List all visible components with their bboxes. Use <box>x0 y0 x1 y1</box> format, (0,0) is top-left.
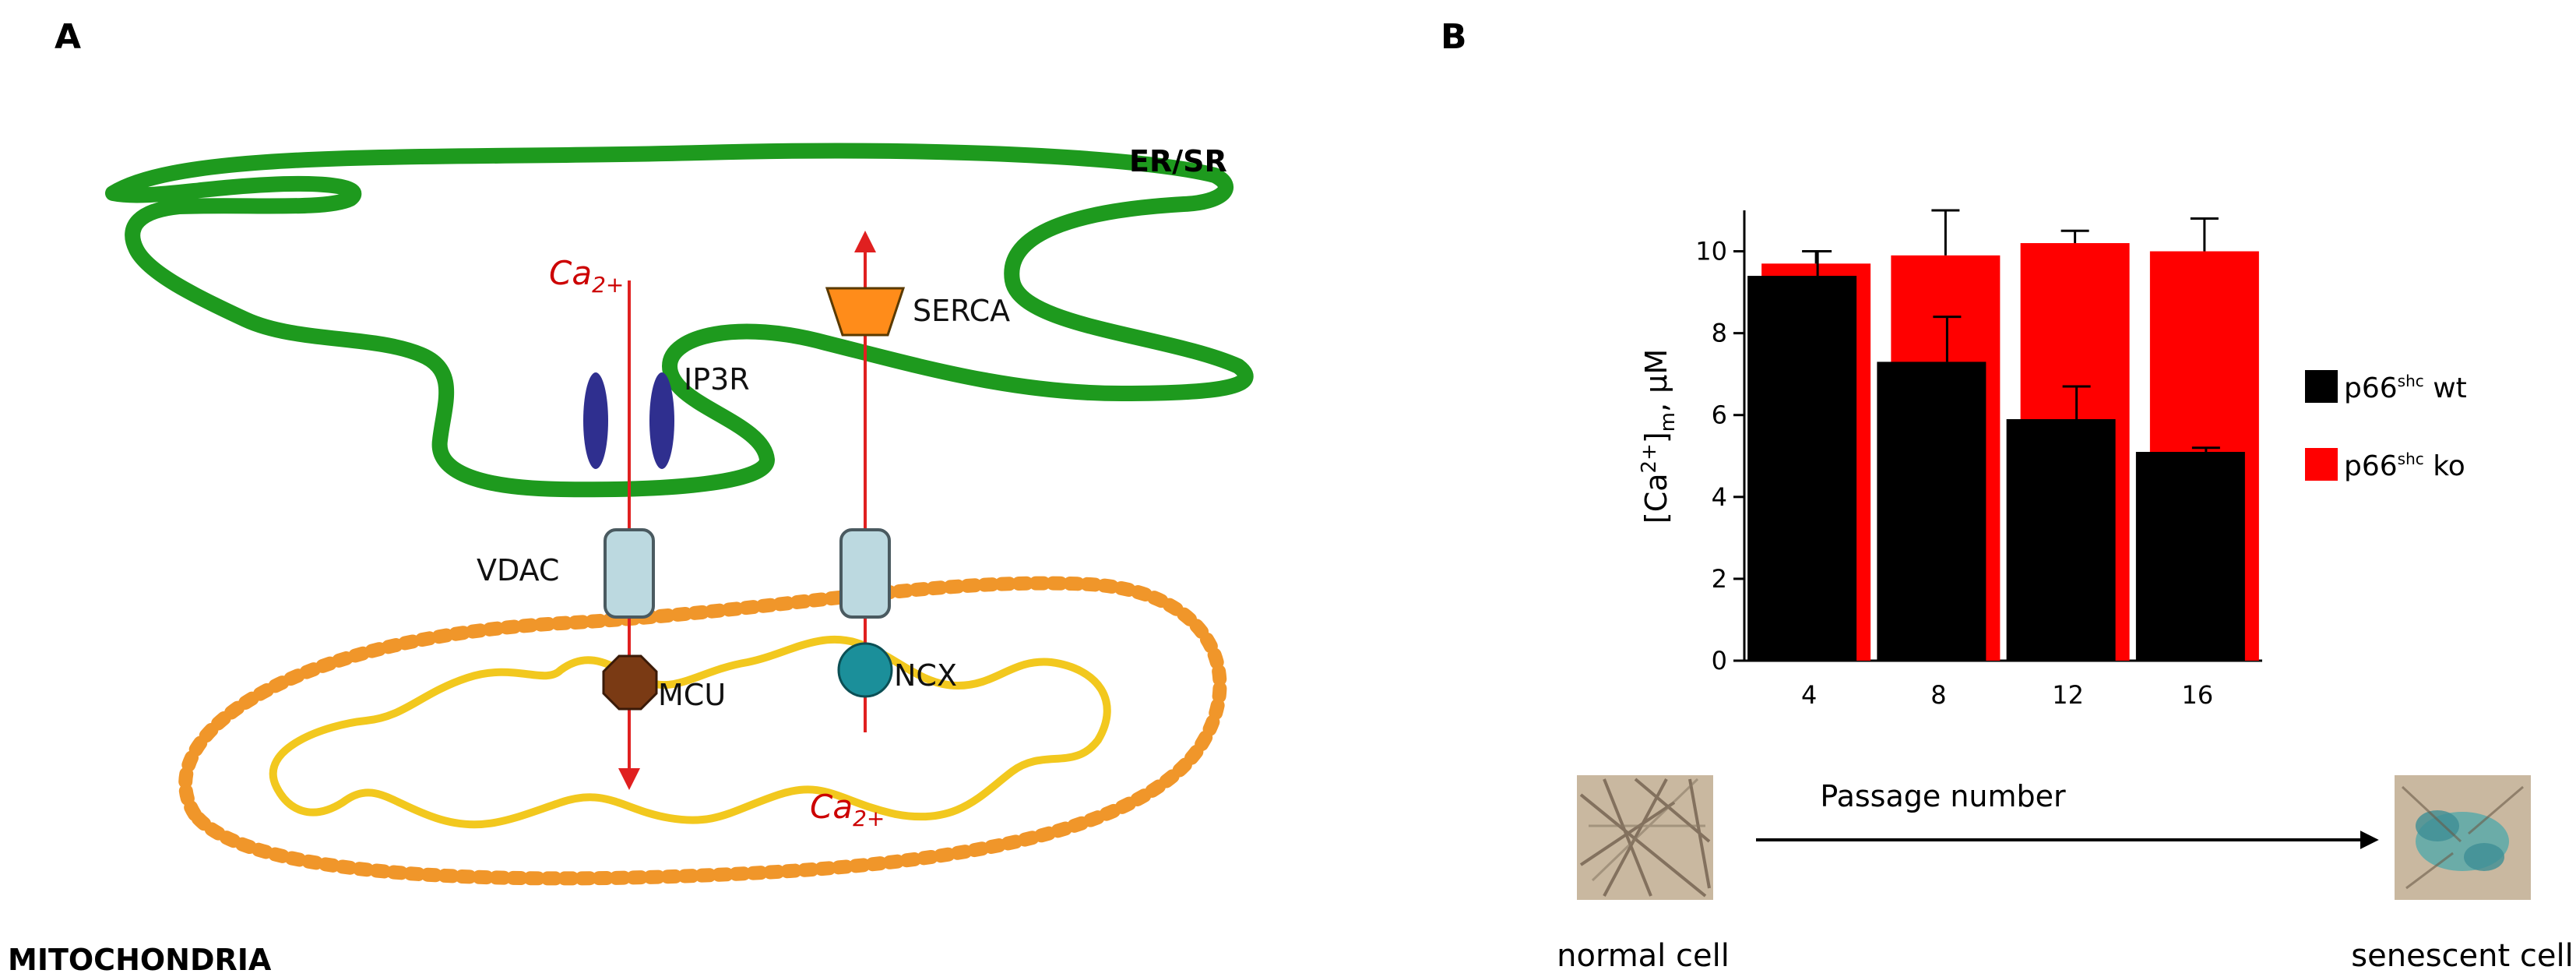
bar-group <box>1747 209 2259 661</box>
x-axis-title: Passage number <box>1820 779 2066 813</box>
legend: p66shc wt p66shc ko <box>2305 370 2467 482</box>
legend-label-ko: p66shc ko <box>2344 450 2465 482</box>
x-tick-label-12: 12 <box>2052 680 2084 710</box>
y-tick-label-8: 8 <box>1712 319 1727 348</box>
ca-label-bottom: Ca2+ <box>810 788 885 831</box>
x-tick-label-16: 16 <box>2182 680 2214 710</box>
vdac-channel-right <box>839 528 891 619</box>
normal-cell-image <box>1577 775 1713 900</box>
vdac-label: VDAC <box>477 553 559 587</box>
senescent-cell-caption: senescent cell <box>2351 938 2573 974</box>
y-tick-label-4: 4 <box>1712 482 1727 512</box>
y-axis-ticks: 0 2 4 6 8 10 <box>1695 237 1744 675</box>
ca-label-top: Ca2+ <box>549 254 624 298</box>
er-membrane <box>105 143 1254 498</box>
normal-cell-caption: normal cell <box>1557 938 1730 974</box>
ncx-label: NCX <box>894 658 957 693</box>
panel-a-letter: A <box>55 17 81 57</box>
panel-a-diagram: A ER/SR MITOCHONDRIA Ca2+ Ca2+ IP3R SERC… <box>8 17 1254 977</box>
mcu-label: MCU <box>658 678 726 712</box>
x-axis-tick-labels: 4 8 12 16 <box>1801 680 2213 710</box>
ip3r-label: IP3R <box>684 362 750 397</box>
bar-wt-8 <box>1877 362 1987 661</box>
serca-pump <box>825 287 906 337</box>
er-sr-label: ER/SR <box>1129 144 1227 178</box>
mitochondria-label: MITOCHONDRIA <box>8 943 272 977</box>
y-tick-label-6: 6 <box>1712 400 1727 430</box>
y-tick-label-0: 0 <box>1712 646 1727 675</box>
y-axis-title: [Ca2+]m, µM <box>1638 349 1680 524</box>
bar-wt-16 <box>2135 452 2245 661</box>
ncx-exchanger <box>837 642 893 698</box>
mitochondria-outer-membrane <box>178 576 1227 886</box>
x-tick-label-8: 8 <box>1930 680 1946 710</box>
mcu-uniporter <box>602 654 658 711</box>
legend-label-wt: p66shc wt <box>2344 372 2467 404</box>
bar-wt-12 <box>2006 418 2116 661</box>
senescent-cell-image <box>2395 775 2531 900</box>
panel-b-letter: B <box>1441 17 1467 57</box>
ip3r-channel-left-subunit <box>583 372 608 469</box>
ip3r-channel-right-subunit <box>649 372 674 469</box>
bar-wt-4 <box>1747 276 1857 661</box>
x-tick-label-4: 4 <box>1801 680 1817 710</box>
legend-swatch-ko <box>2305 448 2338 481</box>
vdac-channel-left <box>604 528 655 619</box>
serca-label: SERCA <box>913 294 1010 328</box>
y-tick-label-2: 2 <box>1712 564 1727 594</box>
y-tick-label-10: 10 <box>1695 237 1727 266</box>
legend-swatch-wt <box>2305 370 2338 403</box>
mitochondria-inner-membrane <box>269 636 1111 829</box>
panel-b-chart: B 0 2 4 6 8 10 4 8 12 16 [Ca2+]m, µM p66shc wt p… <box>1441 17 2574 974</box>
